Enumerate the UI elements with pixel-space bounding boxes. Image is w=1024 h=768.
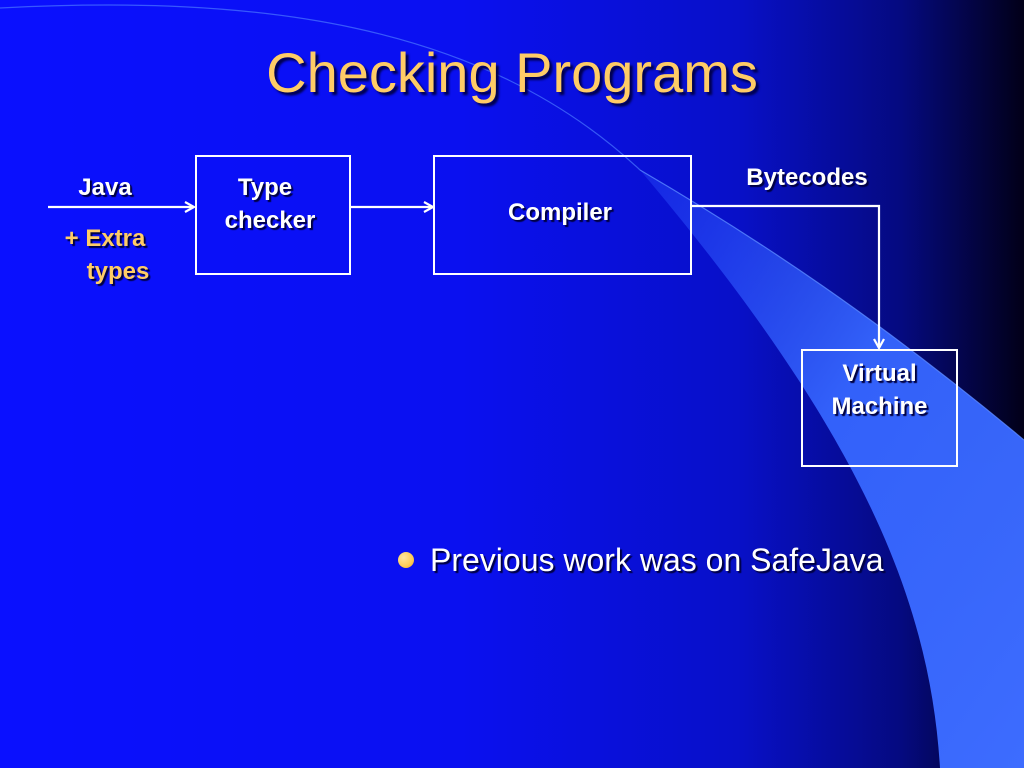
type-checker-label-line2: checker [224, 207, 316, 234]
extra-types-label-line2: types [86, 258, 150, 285]
bullet-item: Previous work was on SafeJava [398, 538, 884, 582]
compiler-box [433, 155, 692, 275]
type-checker-label-line1: Type [237, 174, 293, 201]
compiler-label: Compiler [507, 199, 612, 226]
decorative-arc [0, 4, 641, 171]
decorative-swoosh [640, 170, 1024, 768]
bullet-text: Previous work was on SafeJava [430, 541, 884, 578]
type-checker-box [195, 155, 351, 275]
bytecodes-label: Bytecodes [746, 164, 868, 191]
slide-title: Checking Programs [266, 41, 758, 104]
virtual-machine-label-line1: Virtual [842, 360, 917, 387]
bullet-dot-icon [398, 552, 414, 568]
virtual-machine-label-line2: Machine [831, 393, 928, 420]
swoosh-edge-line [639, 169, 1024, 441]
java-label: Java [78, 174, 132, 201]
extra-types-label-line1: + Extra [64, 225, 146, 252]
arrow-compiler-to-vm [692, 204, 879, 348]
virtual-machine-box [801, 349, 958, 467]
